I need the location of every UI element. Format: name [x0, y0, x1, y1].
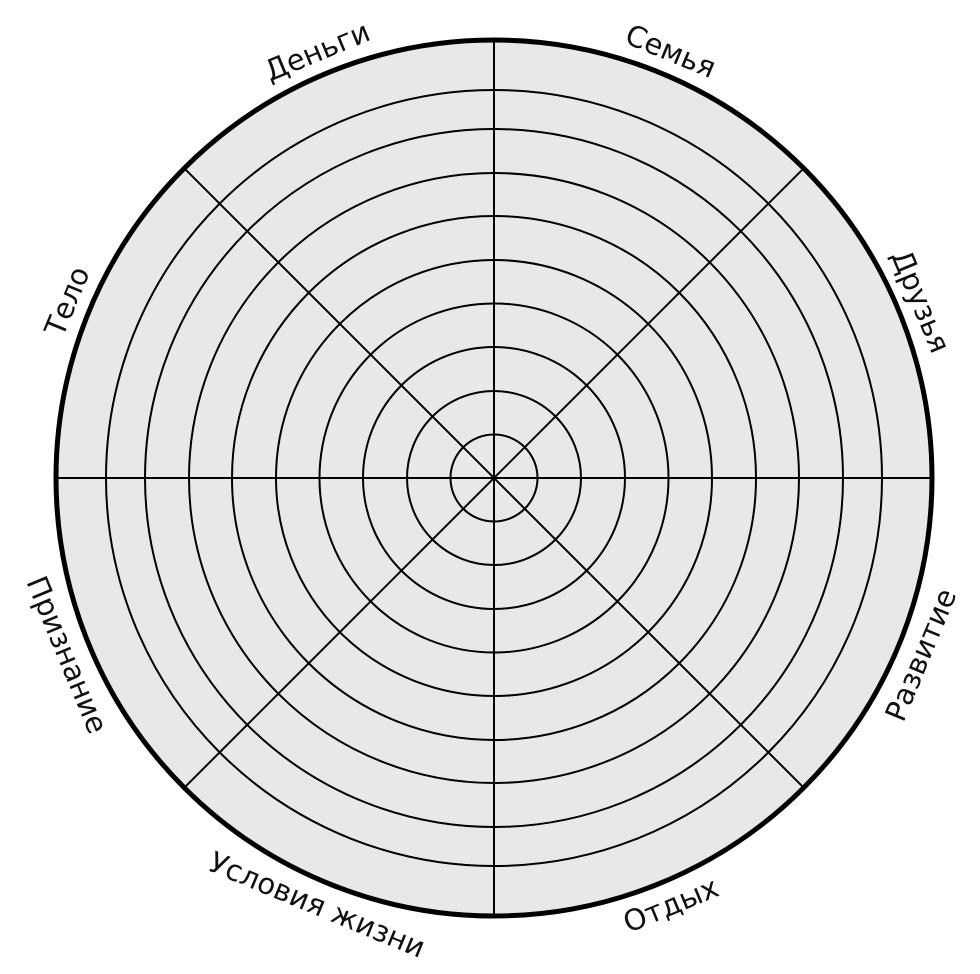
sector-dividers — [56, 40, 932, 916]
sector-divider — [183, 167, 805, 789]
wheel-outer-rim — [53, 37, 935, 919]
